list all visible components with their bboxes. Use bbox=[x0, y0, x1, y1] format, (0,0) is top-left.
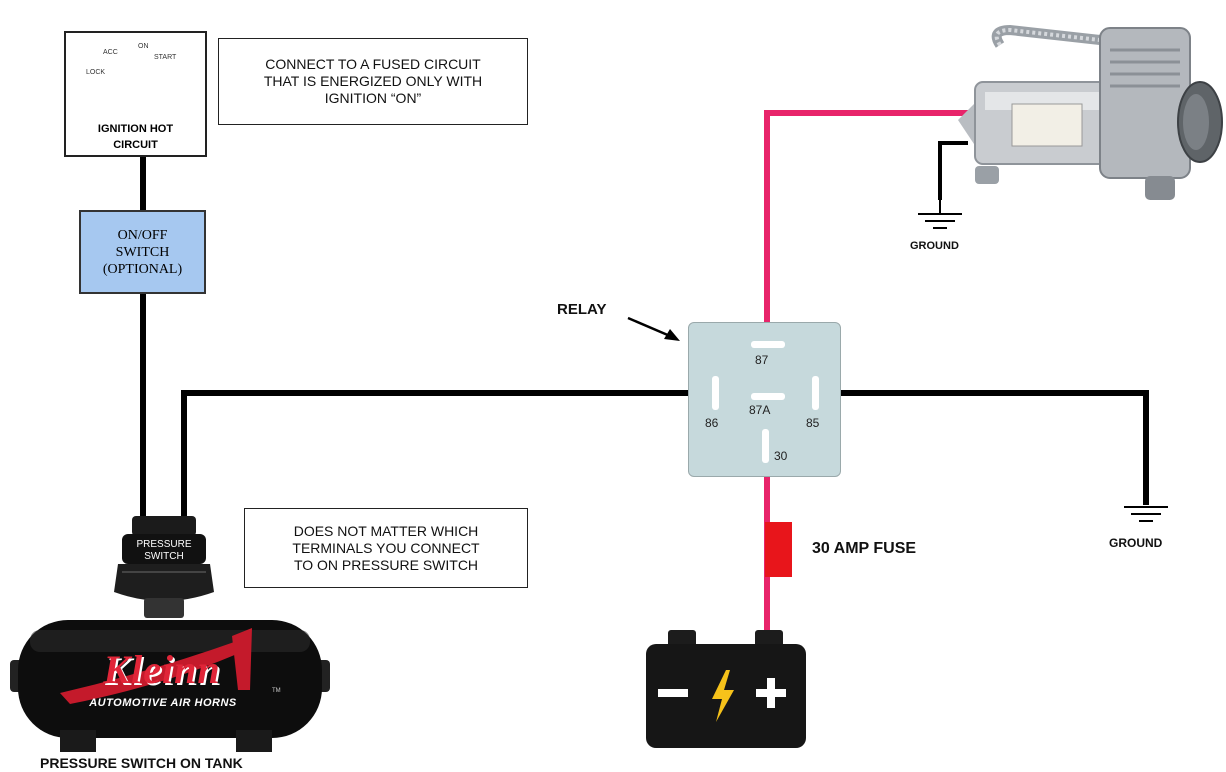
air-tank-icon bbox=[10, 620, 330, 752]
terminal-87a-label: 87A bbox=[749, 403, 771, 417]
wire-compressor-ground bbox=[938, 141, 968, 200]
terminals-note-line2: TERMINALS YOU CONNECT bbox=[292, 539, 480, 556]
relay-pin-87 bbox=[751, 341, 785, 348]
relay-pin-86 bbox=[712, 376, 719, 410]
wire-pressure-switch-to-86 bbox=[181, 390, 714, 520]
terminal-86-label: 86 bbox=[705, 416, 719, 430]
pressure-switch-icon bbox=[114, 516, 214, 618]
fused-note-line3: IGNITION “ON” bbox=[324, 90, 422, 106]
control-wires bbox=[140, 141, 1149, 520]
ground-symbol-relay bbox=[1124, 506, 1168, 522]
relay-pin-87a bbox=[751, 393, 785, 400]
on-off-switch-box: ON/OFF SWITCH (OPTIONAL) bbox=[79, 210, 206, 294]
relay-label: RELAY bbox=[557, 301, 607, 318]
terminals-note: DOES NOT MATTER WHICH TERMINALS YOU CONN… bbox=[244, 508, 528, 588]
ign-acc-label: ACC bbox=[103, 49, 118, 56]
wire-87-to-compressor bbox=[764, 110, 968, 340]
ignition-label-line1: IGNITION HOT bbox=[97, 123, 174, 135]
compressor-icon bbox=[958, 24, 1223, 200]
relay-pin-85 bbox=[812, 376, 819, 410]
ign-lock-label: LOCK bbox=[86, 69, 106, 76]
switch-line3: (OPTIONAL) bbox=[102, 261, 183, 277]
fuse bbox=[765, 522, 792, 577]
tank-brand-logo: Kleinn bbox=[103, 647, 221, 692]
ign-start-label: START bbox=[154, 54, 177, 61]
pressure-switch-label: PRESSURE SWITCH bbox=[126, 539, 202, 563]
battery-icon bbox=[646, 630, 806, 748]
ground-label-compressor: GROUND bbox=[910, 240, 959, 252]
fused-circuit-note: CONNECT TO A FUSED CIRCUIT THAT IS ENERG… bbox=[218, 38, 528, 125]
pressure-switch-line2: SWITCH bbox=[144, 551, 184, 562]
relay: 87 87A 86 85 30 bbox=[688, 322, 841, 477]
wire-85-to-ground bbox=[815, 390, 1149, 505]
terminal-87-label: 87 bbox=[755, 353, 769, 367]
relay-pin-30 bbox=[762, 429, 769, 463]
tank-trademark: TM bbox=[272, 688, 281, 694]
switch-line1: ON/OFF bbox=[117, 227, 168, 243]
ignition-hot-circuit-box: ACC ON START LOCK IGNITION HOT CIRCUIT bbox=[64, 31, 207, 157]
ground-symbol-compressor bbox=[918, 200, 962, 229]
tank-caption: PRESSURE SWITCH ON TANK bbox=[40, 755, 243, 771]
ground-label-relay: GROUND bbox=[1109, 536, 1163, 550]
terminals-note-line3: TO ON PRESSURE SWITCH bbox=[293, 556, 479, 573]
ign-on-label: ON bbox=[138, 43, 149, 50]
fused-note-line2: THAT IS ENERGIZED ONLY WITH bbox=[263, 73, 483, 89]
terminal-30-label: 30 bbox=[774, 449, 788, 463]
switch-line2: SWITCH bbox=[115, 244, 170, 260]
fused-note-line1: CONNECT TO A FUSED CIRCUIT bbox=[265, 56, 481, 72]
relay-pointer-arrow bbox=[627, 316, 680, 341]
fuse-label: 30 AMP FUSE bbox=[812, 540, 917, 557]
pressure-switch-line1: PRESSURE bbox=[136, 539, 192, 550]
ignition-label-line2: CIRCUIT bbox=[113, 139, 158, 151]
terminals-note-line1: DOES NOT MATTER WHICH bbox=[293, 522, 479, 539]
terminal-85-label: 85 bbox=[806, 416, 820, 430]
tank-tagline: AUTOMOTIVE AIR HORNS bbox=[89, 697, 237, 709]
